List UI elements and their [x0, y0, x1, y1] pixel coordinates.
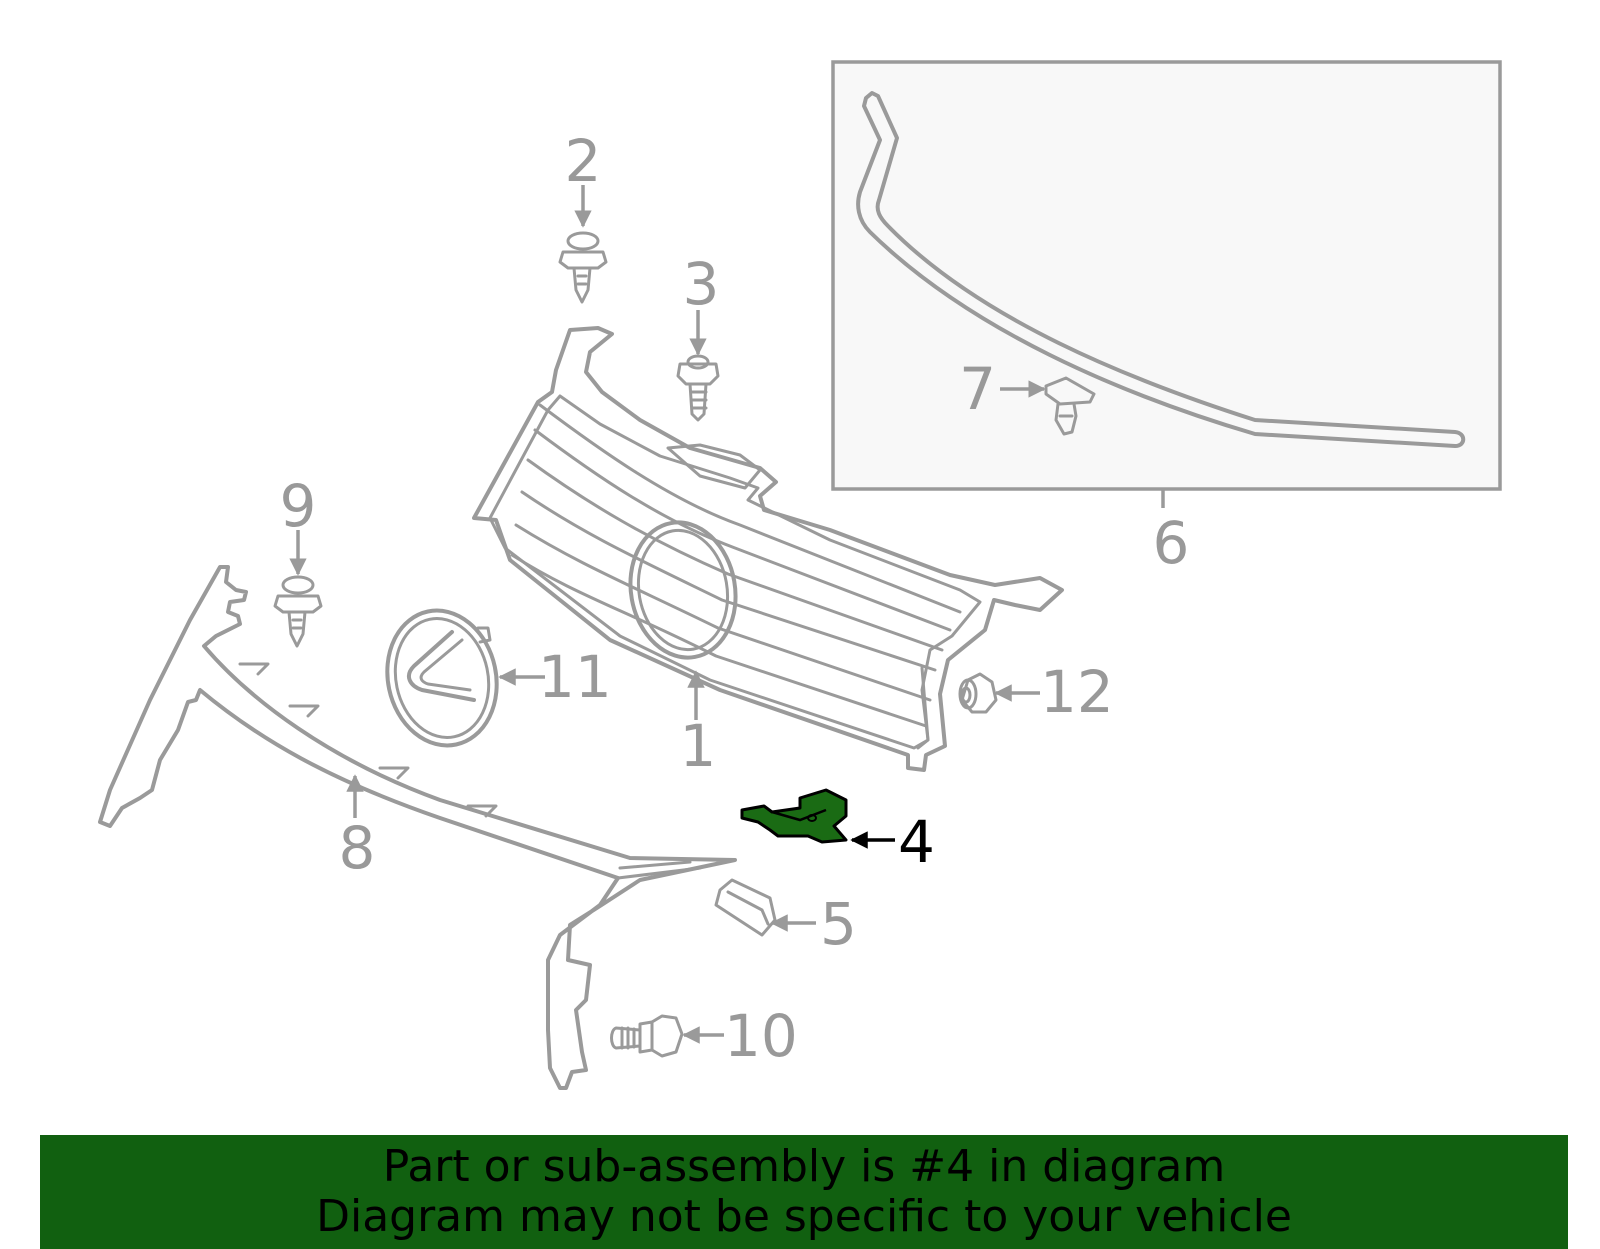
- part-12-nut: [958, 672, 998, 714]
- part-4-bracket-highlighted: [740, 788, 848, 844]
- part-5-clip: [714, 878, 777, 937]
- callout-9: 9: [280, 472, 317, 540]
- callout-6: 6: [1153, 509, 1190, 577]
- part-8-molding: [98, 565, 737, 1090]
- part-3-bolt: [676, 354, 720, 422]
- callout-8: 8: [339, 814, 376, 882]
- part-9-clip: [273, 575, 323, 648]
- part-1-grille: [472, 326, 1064, 772]
- part-2-clip: [558, 231, 608, 304]
- part-10-bolt: [610, 1014, 684, 1058]
- banner-line-2: Diagram may not be specific to your vehi…: [316, 1191, 1292, 1242]
- part-11-emblem: [385, 608, 499, 748]
- callout-2: 2: [565, 127, 602, 195]
- part-6-molding: [856, 91, 1466, 448]
- leader-lines: [289, 185, 1165, 1044]
- callout-7: 7: [959, 355, 996, 423]
- callout-1: 1: [680, 712, 717, 780]
- info-banner: Part or sub-assembly is #4 in diagram Di…: [40, 1135, 1568, 1249]
- callout-3: 3: [683, 250, 720, 318]
- callout-4-highlighted: 4: [898, 808, 935, 876]
- callout-5: 5: [820, 890, 857, 958]
- callout-10: 10: [724, 1002, 798, 1070]
- callout-11: 11: [538, 643, 612, 711]
- part-7-clip: [1044, 376, 1096, 436]
- inset-panel: [831, 60, 1502, 491]
- callout-12: 12: [1040, 658, 1114, 726]
- banner-line-1: Part or sub-assembly is #4 in diagram: [382, 1141, 1226, 1192]
